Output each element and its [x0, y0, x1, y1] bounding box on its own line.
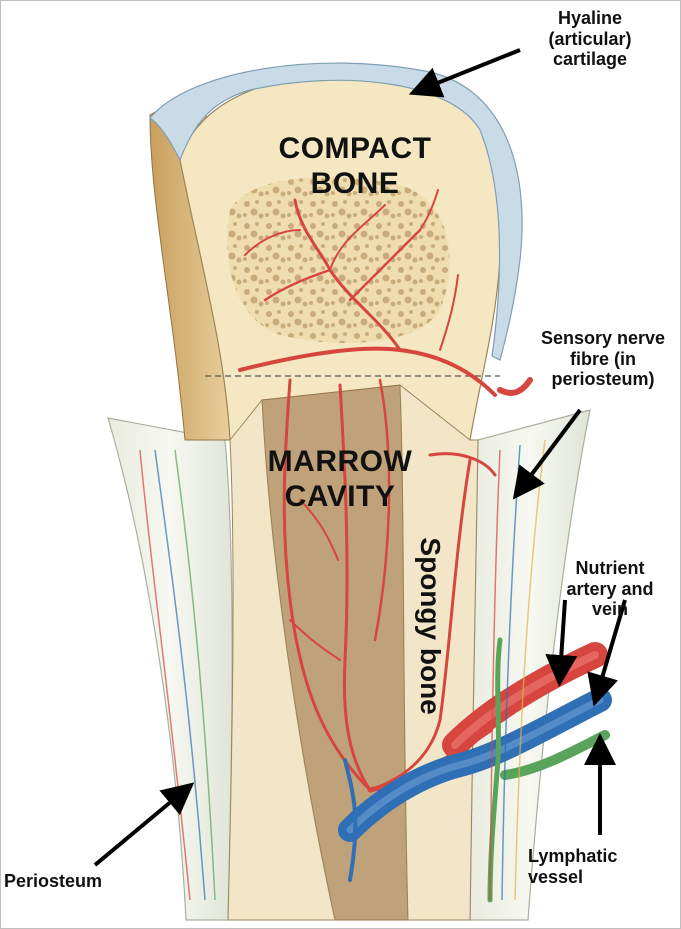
label-nutrient-artery-vein: Nutrient artery and vein — [566, 558, 654, 620]
label-sensory-nerve: Sensory nerve fibre (in periosteum) — [540, 328, 666, 390]
arrow-periosteum — [93, 782, 195, 867]
label-spongy-bone: Spongy bone — [415, 537, 447, 715]
compact-bone-shaft-left — [227, 398, 336, 921]
sensory-nerve-fibre — [497, 377, 533, 396]
label-marrow-cavity: MARROW CAVITY — [267, 445, 413, 513]
label-arrows — [93, 48, 627, 867]
periosteal-vessels — [139, 439, 546, 901]
label-lymphatic-vessel: Lymphatic vessel — [528, 846, 618, 887]
arrow-nutrient-artery — [545, 599, 578, 687]
label-periosteum: Periosteum — [4, 871, 103, 891]
label-compact-bone: COMPACT BONE — [278, 132, 432, 200]
arrow-hyaline — [408, 48, 521, 98]
arrow-sensory-nerve — [512, 408, 582, 500]
label-hyaline: Hyaline (articular) cartilage — [548, 8, 632, 70]
spongy-bone-head — [227, 177, 450, 343]
arrow-nutrient-vein — [587, 599, 627, 707]
arteries — [238, 189, 497, 793]
periosteum-shaft — [107, 417, 233, 921]
